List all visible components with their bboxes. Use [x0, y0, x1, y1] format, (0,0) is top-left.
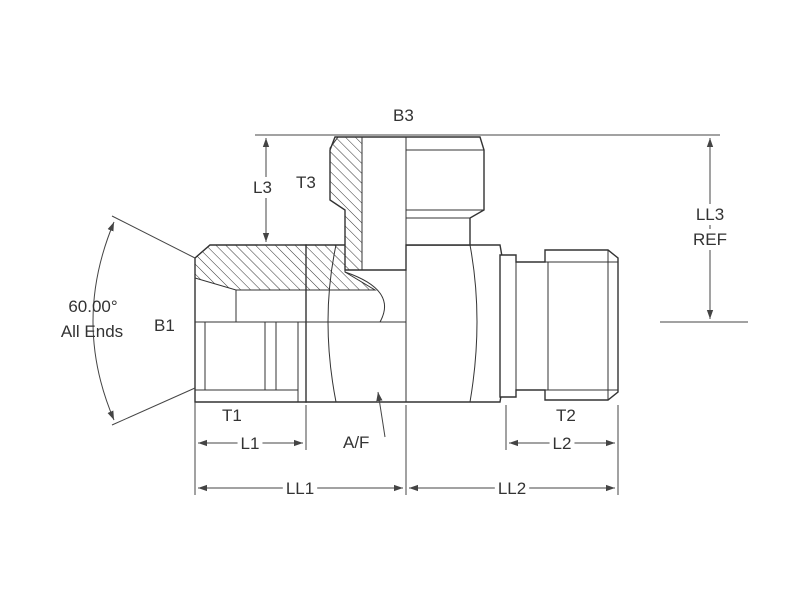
label-ll2: LL2 — [498, 479, 526, 498]
af-leader — [376, 391, 386, 438]
label-af: A/F — [343, 433, 369, 452]
label-l3-backing — [250, 177, 275, 198]
label-ll3: LL3 — [696, 205, 724, 224]
label-b3: B3 — [393, 106, 414, 125]
label-l1: L1 — [241, 434, 260, 453]
label-ll1-backing — [282, 478, 318, 499]
label-l3: L3 — [253, 178, 272, 197]
label-t1: T1 — [222, 406, 242, 425]
labels: B3 T3 L3 LL3 REF 60.00° All Ends B1 T1 L… — [61, 106, 730, 499]
label-angle: 60.00° — [68, 297, 117, 316]
label-ll3-ref: REF — [693, 230, 727, 249]
label-l1-backing — [237, 433, 263, 454]
dimension-lines — [92, 134, 748, 495]
label-l2-backing — [549, 433, 575, 454]
top-port-hatch — [329, 136, 363, 271]
label-l2: L2 — [553, 434, 572, 453]
label-ll1: LL1 — [286, 479, 314, 498]
label-ll2-backing — [494, 478, 530, 499]
left-port-hatch — [194, 244, 377, 291]
label-all-ends: All Ends — [61, 322, 123, 341]
label-ll3-ref-backing — [690, 229, 730, 250]
fitting-body — [194, 136, 619, 403]
label-ll3-backing — [692, 204, 728, 225]
right-port-t2 — [499, 249, 619, 401]
label-t3: T3 — [296, 173, 316, 192]
angle-arc — [92, 221, 115, 421]
label-b1: B1 — [154, 316, 175, 335]
label-t2: T2 — [556, 406, 576, 425]
